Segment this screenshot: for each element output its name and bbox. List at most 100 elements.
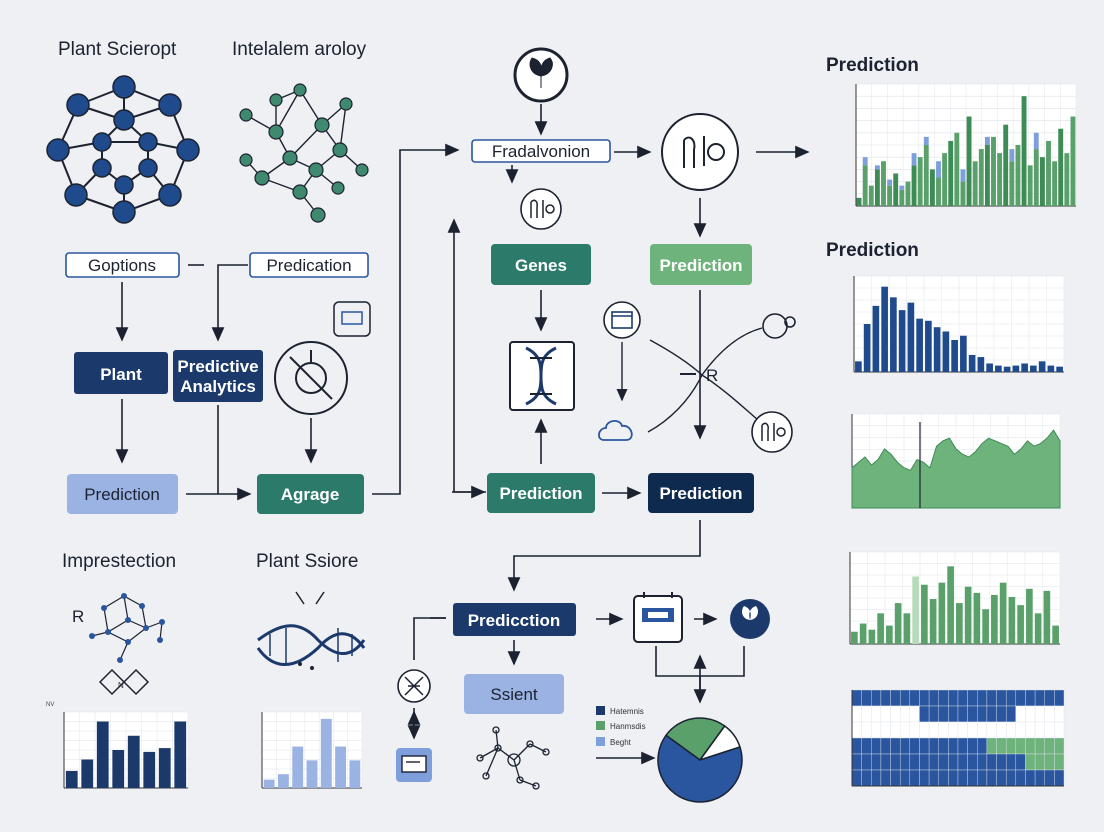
heatmap-cell	[861, 753, 872, 771]
heatmap-cell	[899, 689, 911, 707]
bar	[1003, 124, 1009, 206]
heatmap-cell	[928, 737, 939, 755]
bar	[1021, 363, 1028, 372]
bar	[997, 153, 1003, 206]
heatmap-cell	[948, 721, 959, 739]
heatmap-cell	[1025, 705, 1036, 723]
prediction-bottom-box[interactable]	[453, 603, 576, 636]
heatmap-cell	[1025, 689, 1036, 707]
bar	[929, 599, 937, 644]
heatmap-cell	[967, 705, 978, 723]
legend-item-3: Beght	[610, 738, 632, 747]
bar	[863, 324, 871, 372]
bar	[907, 302, 915, 372]
bar	[874, 169, 880, 206]
bar	[986, 363, 993, 372]
prediction-left-box[interactable]	[67, 474, 178, 514]
cloud-icon	[598, 420, 633, 441]
formula-icon-small	[520, 188, 562, 230]
title-intelalem: Intelalem aroloy	[232, 39, 367, 60]
title-imprestection: Imprestection	[62, 551, 176, 572]
heatmap-cell	[909, 769, 920, 787]
genes-box[interactable]	[491, 244, 591, 285]
bar	[856, 197, 862, 206]
browser-icon	[603, 301, 641, 339]
goptions-box[interactable]	[65, 252, 180, 278]
heatmap-cell	[1025, 737, 1036, 755]
bar	[972, 161, 978, 206]
heatmap-cell	[871, 769, 882, 787]
bar	[886, 625, 893, 644]
bar	[1012, 365, 1020, 372]
bar	[868, 629, 876, 644]
bar	[899, 185, 905, 190]
heatmap-cell	[977, 721, 988, 739]
bar	[1047, 365, 1055, 372]
bar	[306, 760, 318, 788]
heatmap-cell	[1054, 769, 1065, 787]
bar	[881, 286, 888, 372]
nv-label: NV	[46, 702, 54, 708]
bar	[951, 340, 958, 372]
heatmap-cell	[899, 705, 911, 723]
network-navy-nodes	[46, 75, 200, 224]
green-bar-chart	[849, 551, 1061, 645]
ssient-box[interactable]	[464, 674, 564, 714]
bar	[1052, 625, 1059, 644]
prediction-navy-box[interactable]	[648, 473, 754, 513]
heatmap-cell	[1015, 737, 1026, 755]
heatmap-cell	[1054, 689, 1065, 707]
heatmap-cell	[1034, 705, 1045, 723]
bar	[1027, 165, 1033, 206]
heatmap-cell	[1005, 705, 1017, 723]
heatmap-cell	[861, 769, 872, 787]
heatmap-cell	[880, 689, 891, 707]
bar	[893, 173, 899, 206]
bar	[1070, 116, 1076, 206]
legend: Hatemnis Hanmsdis Beght	[596, 706, 646, 747]
heatmap-cell	[1015, 689, 1026, 707]
bar	[984, 136, 990, 145]
heatmap-cell	[1005, 753, 1017, 771]
bar	[1038, 361, 1046, 372]
bar	[960, 181, 966, 206]
formula-icon-right	[751, 411, 793, 453]
heatmap-cell	[1015, 769, 1026, 787]
heatmap-cell	[1044, 753, 1055, 771]
dna-icon	[509, 341, 575, 411]
prediction-green-box[interactable]	[650, 244, 752, 285]
bar	[964, 586, 972, 644]
heatmap-cell	[996, 769, 1007, 787]
heatmap-cell	[861, 689, 872, 707]
agrage-box[interactable]	[257, 474, 364, 514]
heatmap-cell	[1015, 721, 1026, 739]
plant-box[interactable]	[74, 352, 168, 394]
bar	[881, 161, 886, 206]
pie-chart	[657, 717, 743, 803]
heatmap-cell	[1005, 689, 1017, 707]
pie-slice	[664, 717, 726, 762]
heatmap-cell	[957, 689, 968, 707]
analytics-label: Analytics	[180, 377, 256, 396]
heatmap-cell	[871, 737, 882, 755]
bar	[349, 760, 361, 788]
predictive-analytics-box[interactable]	[173, 350, 263, 402]
bar	[942, 153, 948, 206]
heatmap-cell	[957, 705, 968, 723]
bar	[938, 582, 946, 644]
predication-box[interactable]	[249, 252, 369, 278]
heatmap-cell	[890, 737, 901, 755]
heatmap-cell	[851, 753, 862, 771]
molecule-icon-left	[397, 669, 431, 703]
bar	[335, 746, 346, 788]
bar	[1056, 366, 1063, 372]
bar	[947, 566, 954, 644]
bar	[916, 318, 923, 372]
fradalvonion-box[interactable]	[471, 139, 611, 163]
bottom-left-bar-chart-2	[261, 711, 363, 789]
heatmap-cell	[1025, 721, 1036, 739]
heatmap-cell	[880, 705, 891, 723]
bar	[936, 161, 941, 178]
prediction-teal-box[interactable]	[487, 473, 595, 513]
